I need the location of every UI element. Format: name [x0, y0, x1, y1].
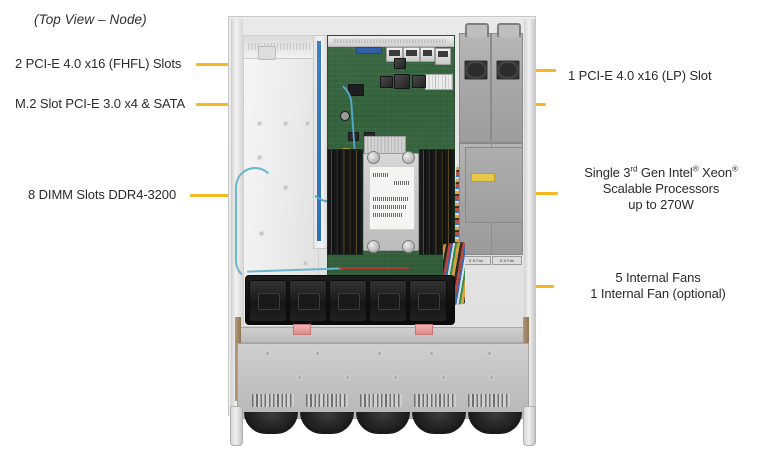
front-panel-screw — [316, 352, 320, 356]
psu-fan — [464, 60, 488, 80]
front-panel-screw — [488, 352, 492, 356]
fan-module-1 — [249, 280, 287, 322]
rack-ear-right — [523, 406, 536, 446]
front-panel-screw — [490, 376, 494, 380]
front-vent-5 — [468, 394, 510, 407]
callout-label-m2-slot: M.2 Slot PCI-E 3.0 x4 & SATA — [15, 96, 186, 111]
callout-label-fans: 5 Internal Fans 1 Internal Fan (optional… — [560, 270, 756, 302]
front-fan-opening-4 — [412, 412, 466, 434]
fan-module-5 — [409, 280, 447, 322]
heatsink-screw — [402, 151, 415, 164]
controller-ic — [412, 75, 426, 88]
power-supply-module-1 — [459, 23, 491, 143]
front-panel-screw — [394, 376, 398, 380]
front-panel-screw — [442, 376, 446, 380]
rear-io-shield — [328, 36, 454, 47]
chassis-body: E-5 Fan E-5 Fan — [228, 16, 536, 446]
front-vent-1 — [252, 394, 294, 407]
cpu-heatsink — [363, 151, 419, 253]
cpu-line2: Scalable Processors — [602, 181, 720, 196]
rack-ear-left — [230, 406, 243, 446]
chassis-left-wall — [231, 19, 243, 413]
front-panel-screw — [346, 376, 350, 380]
power-supply-module-2 — [491, 23, 523, 143]
panel-screw — [260, 232, 263, 235]
psu-handle — [497, 23, 521, 37]
cage-label-left: E-5 Fan — [461, 256, 491, 265]
fan-module-4 — [369, 280, 407, 322]
backplane-connector — [415, 324, 433, 335]
front-panel-screw — [378, 352, 382, 356]
callout-label-pcie-lp: 1 PCI-E 4.0 x16 (LP) Slot — [568, 68, 712, 83]
panel-screw — [306, 122, 309, 125]
fans-line1: 5 Internal Fans — [615, 270, 701, 285]
server-chassis-image: E-5 Fan E-5 Fan — [228, 16, 536, 446]
front-fan-opening-5 — [468, 412, 522, 434]
heatsink-screw — [367, 240, 380, 253]
vga-port — [356, 47, 382, 54]
cpu-line1-sup: rd — [630, 164, 638, 174]
ipmi-port — [435, 48, 451, 65]
front-fan-opening-2 — [300, 412, 354, 434]
heatsink-screw — [402, 240, 415, 253]
cpu-reg-2: ® — [731, 164, 738, 174]
pcie-riser-rail — [317, 41, 321, 241]
fan-module-2 — [289, 280, 327, 322]
panel-screw — [258, 122, 261, 125]
usb-port — [420, 47, 435, 62]
cpu-line1-c: Xeon — [698, 165, 732, 180]
panel-vent-ridge — [244, 36, 318, 59]
chipset-ic — [380, 76, 393, 88]
chassis-midplate — [239, 327, 529, 343]
coin-battery — [340, 111, 350, 121]
lan-port-2 — [403, 47, 420, 62]
dimm-bank-left — [327, 149, 363, 255]
dimm-bank-right — [419, 149, 455, 255]
front-fan-opening-3 — [356, 412, 410, 434]
cpu-warning-label — [369, 166, 415, 230]
power-supply-column: E-5 Fan E-5 Fan — [459, 19, 523, 349]
cpu-line3: up to 270W — [628, 197, 694, 212]
callout-label-pcie-fhfl: 2 PCI-E 4.0 x16 (FHFL) Slots — [15, 56, 182, 71]
panel-screw — [284, 186, 287, 189]
header-connector-bank — [425, 74, 453, 90]
fan-module-3 — [329, 280, 367, 322]
panel-screw — [258, 156, 261, 159]
front-vent-3 — [360, 394, 402, 407]
panel-screw — [284, 122, 287, 125]
psu-handle — [465, 23, 489, 37]
front-panel-screw — [266, 352, 270, 356]
backplane-connector — [293, 324, 311, 335]
front-panel-screw — [430, 352, 434, 356]
chassis-right-wall — [524, 19, 535, 413]
front-vent-4 — [414, 394, 456, 407]
psu-fan — [496, 60, 520, 80]
cpu-line1-a: Single 3 — [584, 165, 631, 180]
m2-slot-component — [348, 84, 364, 96]
small-ic — [394, 58, 406, 69]
cpu-reg-1: ® — [692, 164, 699, 174]
front-panel-cable-blue — [235, 167, 275, 281]
cpu-memory-zone — [327, 147, 455, 259]
fan-cable-red — [339, 267, 409, 269]
cpu-line1: Single 3rd Gen Intel® Xeon® — [584, 165, 738, 180]
rear-io-module — [465, 147, 523, 223]
heatsink-screw — [367, 151, 380, 164]
bmc-ic — [394, 74, 410, 89]
cage-label-right: E-5 Fan — [492, 256, 522, 265]
warning-sticker — [471, 173, 495, 182]
board-ic — [348, 132, 359, 141]
bracket-clip — [258, 46, 276, 60]
callout-label-cpu: Single 3rd Gen Intel® Xeon® Scalable Pro… — [568, 165, 754, 213]
front-panel-screw — [298, 376, 302, 380]
front-vent-2 — [306, 394, 348, 407]
diagram-title: (Top View – Node) — [34, 12, 147, 27]
front-fan-opening-1 — [244, 412, 298, 434]
panel-screw — [304, 262, 307, 265]
callout-label-dimm-slots: 8 DIMM Slots DDR4-3200 — [28, 187, 177, 202]
cpu-line1-b: Gen Intel — [637, 165, 693, 180]
fans-line2: 1 Internal Fan (optional) — [590, 286, 726, 301]
front-panel — [230, 343, 536, 446]
internal-fan-wall — [245, 275, 455, 325]
